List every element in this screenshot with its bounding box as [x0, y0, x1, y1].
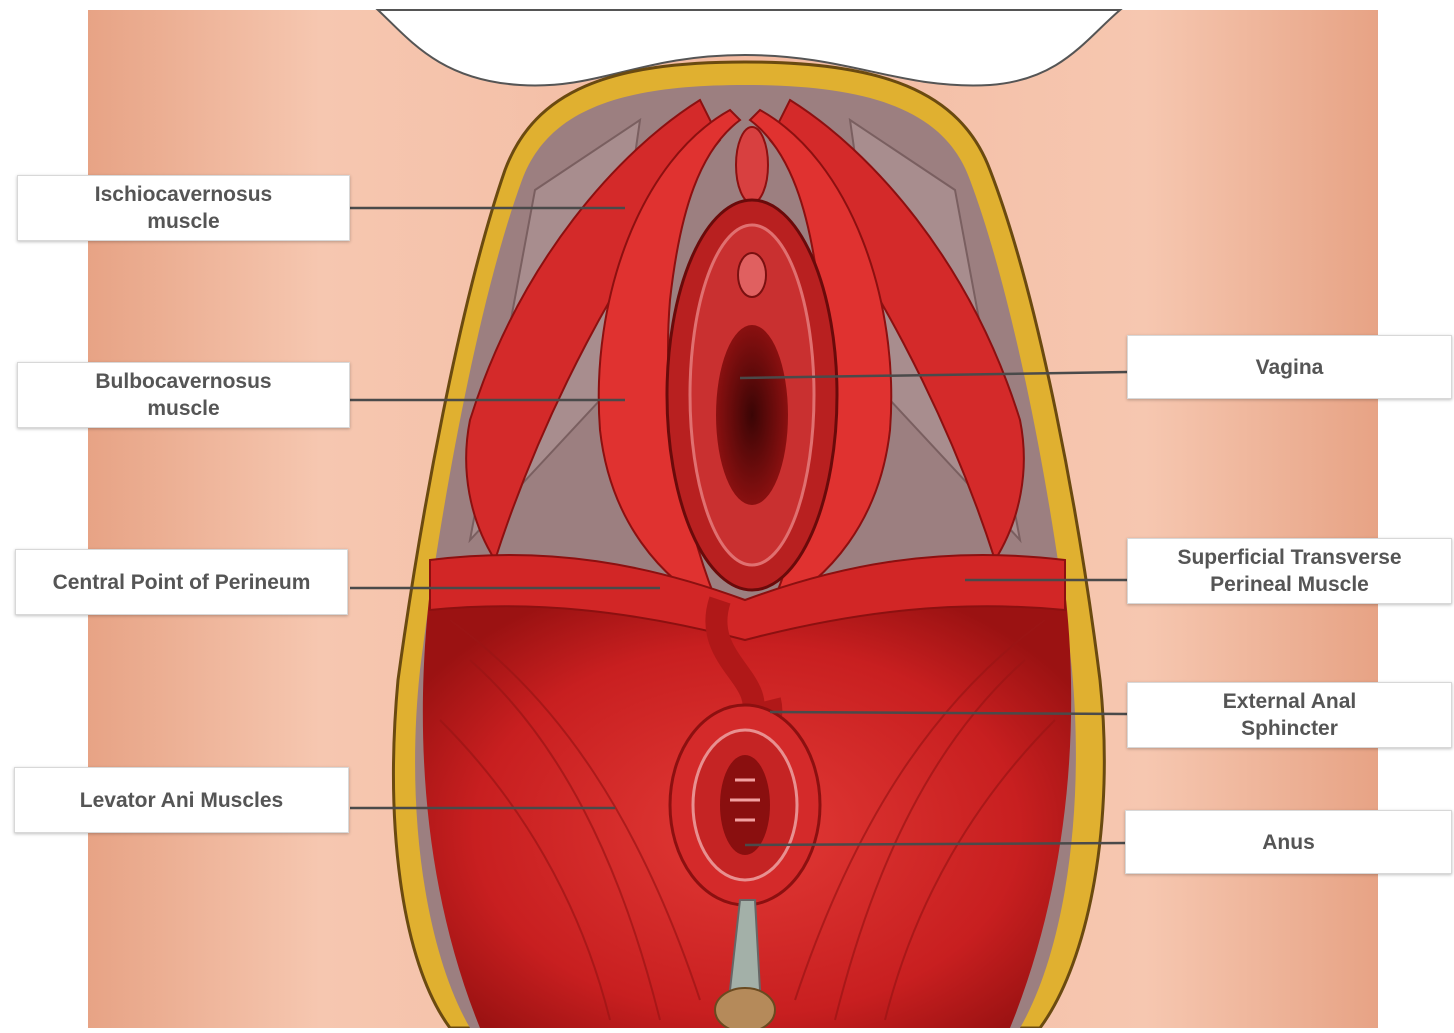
label-central-point-text: Central Point of Perineum — [53, 569, 311, 596]
label-anus-text: Anus — [1262, 829, 1315, 856]
label-levator-ani: Levator Ani Muscles — [14, 767, 349, 833]
label-ischiocavernosus-line2: muscle — [95, 208, 272, 235]
clitoris — [736, 127, 768, 203]
label-external-anal-line2: Sphincter — [1223, 715, 1356, 742]
anus-opening — [720, 755, 770, 855]
label-superficial-transverse-line2: Perineal Muscle — [1177, 571, 1401, 598]
label-vagina-text: Vagina — [1256, 354, 1324, 381]
label-central-point: Central Point of Perineum — [15, 549, 348, 615]
vaginal-opening — [716, 325, 788, 505]
label-anus: Anus — [1125, 810, 1452, 874]
label-bulbocavernosus-line2: muscle — [95, 395, 271, 422]
label-levator-ani-text: Levator Ani Muscles — [80, 787, 283, 814]
label-superficial-transverse-line1: Superficial Transverse — [1177, 544, 1401, 571]
label-bulbocavernosus-line1: Bulbocavernosus — [95, 368, 271, 395]
label-ischiocavernosus-line1: Ischiocavernosus — [95, 181, 272, 208]
label-vagina: Vagina — [1127, 335, 1452, 399]
label-external-anal-line1: External Anal — [1223, 688, 1356, 715]
